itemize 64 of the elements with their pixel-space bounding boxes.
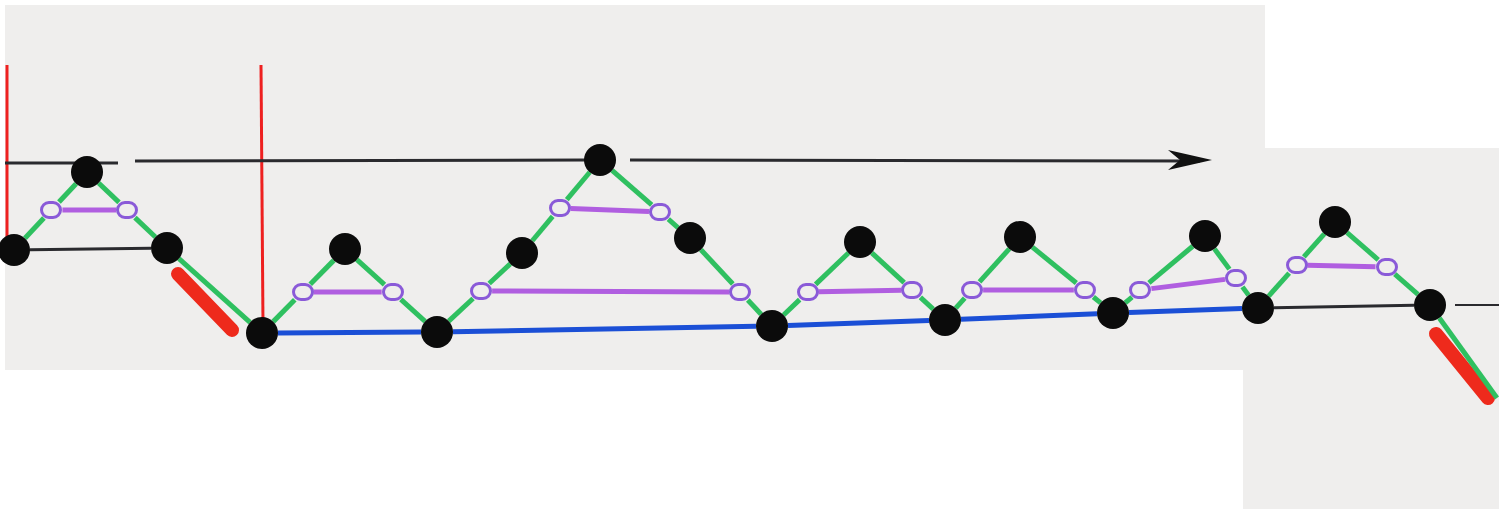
connector-line [177,256,252,325]
ring-marker [1129,281,1152,299]
connector-line [452,323,757,335]
connector-line [781,297,802,317]
connector-line [487,262,512,286]
connector-line [918,295,935,311]
connector-line [57,181,78,204]
connector-line [960,311,1098,322]
connector-line [399,297,427,324]
ring-marker [796,283,819,301]
ring-marker [1073,281,1096,299]
ring-marker [291,283,314,301]
connector-line [23,216,46,241]
connector-line [813,251,851,287]
ring-marker [1224,269,1247,287]
connector-line [1437,316,1499,400]
ring-marker [1285,256,1308,274]
connector-line [870,250,906,285]
connector-line [1307,262,1376,270]
connector-line [570,205,650,215]
connector-line [1240,285,1251,297]
connector-line [271,298,297,324]
ring-marker [116,201,138,219]
connector-line [1128,306,1243,315]
connector-line [308,258,336,286]
connector-line [29,246,152,252]
connector-line [1212,247,1232,271]
connector-line [1301,232,1327,259]
ring-marker [729,283,752,301]
ring-marker [1375,258,1398,276]
connector-line [1273,303,1415,310]
connector-line [610,168,654,207]
ring-marker [40,201,63,219]
connector-line [1266,271,1292,298]
ring-marker [470,282,493,300]
connector-line [1091,295,1103,305]
connector-line [787,318,930,328]
connector-line [1151,276,1226,292]
connector-line [818,287,902,295]
connector-line [447,296,475,323]
connector-line [355,257,387,287]
connector-line [313,289,382,295]
ring-marker [381,283,404,301]
connector-line [983,287,1074,293]
ring-marker [649,203,671,221]
connector-line [977,247,1012,284]
connector-line [1030,245,1078,285]
ring-marker [961,281,984,299]
connector-line [96,181,121,205]
connector-line [953,296,967,310]
connector-line [530,214,555,243]
connector-line [278,329,421,336]
connector-line [746,298,763,316]
connector-line [1345,230,1380,262]
connector-line [564,170,592,202]
connector-line [1393,272,1420,297]
connector-line [62,207,116,213]
connector-line [699,248,735,286]
connector-line [666,217,680,230]
ring-marker [548,199,571,217]
connector-line [1147,244,1195,285]
connector-line [133,215,158,239]
connector-line [492,288,730,295]
ring-marker [901,281,924,299]
